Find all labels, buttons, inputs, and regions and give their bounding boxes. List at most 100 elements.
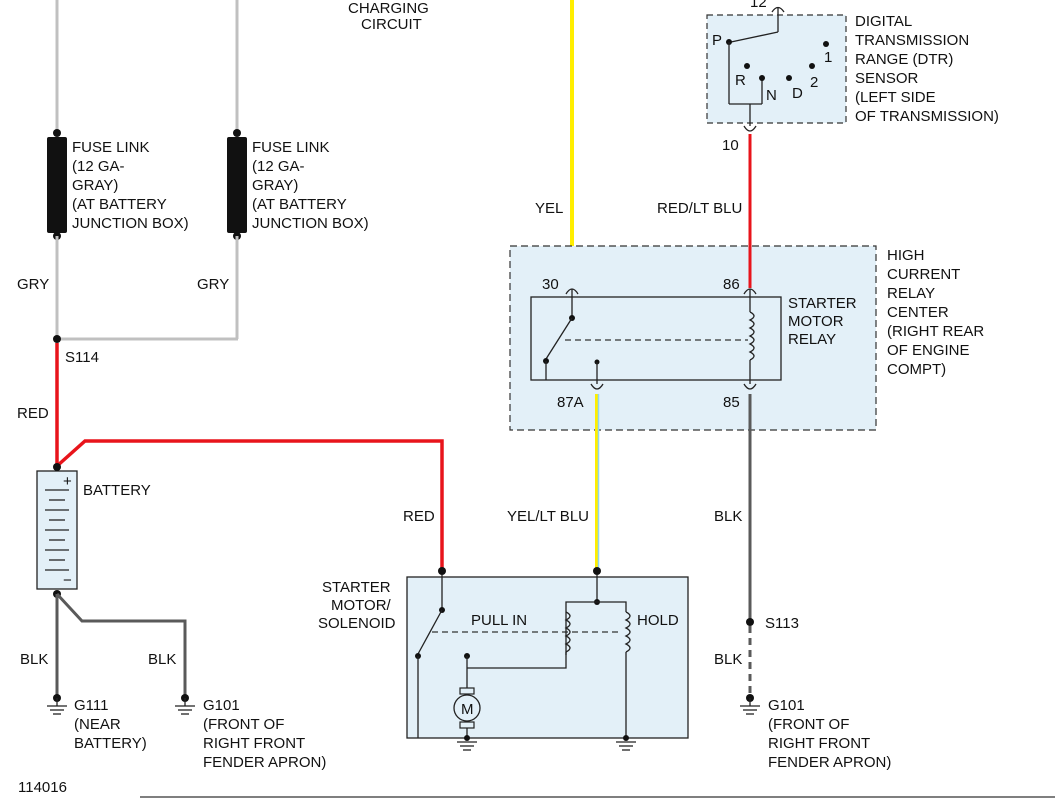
dtr-position-n: N — [766, 87, 777, 104]
ground-g111-label: G111 (NEAR BATTERY) — [74, 697, 147, 752]
svg-text:CENTER: CENTER — [887, 304, 949, 321]
svg-text:TRANSMISSION: TRANSMISSION — [855, 32, 969, 49]
svg-text:RIGHT FRONT: RIGHT FRONT — [203, 735, 305, 752]
svg-text:BATTERY): BATTERY) — [74, 735, 147, 752]
battery-label: BATTERY — [83, 482, 151, 499]
wire-label-blk-g111: BLK — [20, 651, 48, 668]
svg-text:GRAY): GRAY) — [252, 177, 298, 194]
dtr-pin-10: 10 — [722, 137, 739, 154]
splice-s114 — [53, 335, 61, 343]
svg-text:RELAY: RELAY — [887, 285, 935, 302]
svg-text:G101: G101 — [768, 697, 805, 714]
svg-text:SENSOR: SENSOR — [855, 70, 919, 87]
wire-label-yel: YEL — [535, 200, 563, 217]
wire-label-blk-g101-left: BLK — [148, 651, 176, 668]
fuse-link-left — [47, 0, 67, 337]
svg-text:(LEFT SIDE: (LEFT SIDE — [855, 89, 936, 106]
svg-text:HIGH: HIGH — [887, 247, 925, 264]
ground-g111-icon — [47, 694, 67, 715]
wire-label-yel-lt-blu: YEL/LT BLU — [507, 508, 589, 525]
fuse-link-right — [60, 0, 247, 341]
svg-text:STARTER: STARTER — [322, 579, 391, 596]
svg-text:FUSE LINK: FUSE LINK — [252, 139, 330, 156]
svg-text:MOTOR/: MOTOR/ — [331, 597, 392, 614]
hold-label: HOLD — [637, 612, 679, 629]
figure-id: 114016 — [18, 779, 67, 796]
dtr-pin-12: 12 — [750, 0, 767, 11]
splice-s114-label: S114 — [65, 349, 99, 366]
wire-yel-lt-blu — [595, 394, 600, 568]
pull-in-label: PULL IN — [471, 612, 527, 629]
starter-motor-relay-label: STARTER MOTOR RELAY — [788, 295, 857, 348]
svg-text:(NEAR: (NEAR — [74, 716, 121, 733]
svg-text:(AT BATTERY: (AT BATTERY — [252, 196, 347, 213]
wire-label-red-left: RED — [17, 405, 49, 422]
svg-text:RELAY: RELAY — [788, 331, 836, 348]
svg-text:(RIGHT REAR: (RIGHT REAR — [887, 323, 984, 340]
dtr-position-2: 2 — [810, 74, 818, 91]
svg-text:OF ENGINE: OF ENGINE — [887, 342, 970, 359]
relay-pin-86: 86 — [723, 276, 740, 293]
ground-g101-right-label: G101 (FRONT OF RIGHT FRONT FENDER APRON) — [768, 697, 891, 771]
starter-motor-relay — [530, 288, 782, 390]
svg-text:(FRONT OF: (FRONT OF — [768, 716, 849, 733]
svg-text:GRAY): GRAY) — [72, 177, 118, 194]
svg-text:(AT BATTERY: (AT BATTERY — [72, 196, 167, 213]
svg-text:G101: G101 — [203, 697, 240, 714]
dtr-position-d: D — [792, 85, 803, 102]
splice-s113-label: S113 — [765, 615, 799, 632]
svg-text:JUNCTION BOX): JUNCTION BOX) — [72, 215, 189, 232]
wire-label-red-lt-blu: RED/LT BLU — [657, 200, 742, 217]
ground-g101-left-icon — [175, 694, 195, 715]
svg-text:JUNCTION BOX): JUNCTION BOX) — [252, 215, 369, 232]
svg-text:CURRENT: CURRENT — [887, 266, 960, 283]
svg-text:(FRONT OF: (FRONT OF — [203, 716, 284, 733]
wire-label-gry-left: GRY — [17, 276, 49, 293]
ground-solenoid-right-icon — [616, 735, 636, 751]
svg-text:OF TRANSMISSION): OF TRANSMISSION) — [855, 108, 999, 125]
svg-text:FENDER APRON): FENDER APRON) — [768, 754, 891, 771]
svg-text:MOTOR: MOTOR — [788, 313, 844, 330]
svg-text:RANGE (DTR): RANGE (DTR) — [855, 51, 953, 68]
dtr-position-1: 1 — [824, 49, 832, 66]
wire-red-battery-solenoid — [55, 439, 444, 568]
wire-label-blk-right-2: BLK — [714, 651, 742, 668]
high-current-relay-center-label: HIGH CURRENT RELAY CENTER (RIGHT REAR OF… — [887, 247, 984, 378]
fuse-link-left-label: FUSE LINK (12 GA- GRAY) (AT BATTERY JUNC… — [72, 139, 189, 232]
wire-blk-battery-g101 — [55, 592, 187, 698]
svg-text:RIGHT FRONT: RIGHT FRONT — [768, 735, 870, 752]
wire-label-red-mid: RED — [403, 508, 435, 525]
svg-text:SOLENOID: SOLENOID — [318, 615, 396, 632]
ground-solenoid-left-icon — [457, 735, 477, 751]
charging-circuit-label-2: CIRCUIT — [361, 16, 422, 33]
starter-motor-solenoid-label: STARTER MOTOR/ SOLENOID — [318, 579, 396, 632]
relay-pin-87a: 87A — [557, 394, 584, 411]
fuse-link-right-label: FUSE LINK (12 GA- GRAY) (AT BATTERY JUNC… — [252, 139, 369, 232]
ground-g101-left-label: G101 (FRONT OF RIGHT FRONT FENDER APRON) — [203, 697, 326, 771]
svg-text:DIGITAL: DIGITAL — [855, 13, 912, 30]
svg-text:STARTER: STARTER — [788, 295, 857, 312]
svg-text:+: + — [63, 473, 72, 490]
motor-symbol-label: M — [461, 701, 474, 718]
charging-circuit-label: CHARGING — [348, 0, 429, 17]
svg-text:COMPT): COMPT) — [887, 361, 946, 378]
splice-s113 — [746, 618, 754, 626]
relay-pin-30: 30 — [542, 276, 559, 293]
ground-g101-right-icon — [740, 694, 760, 715]
relay-pin-85: 85 — [723, 394, 740, 411]
svg-text:FENDER APRON): FENDER APRON) — [203, 754, 326, 771]
dtr-position-r: R — [735, 72, 746, 89]
dtr-sensor-label: DIGITAL TRANSMISSION RANGE (DTR) SENSOR … — [855, 13, 999, 125]
svg-text:(12 GA-: (12 GA- — [72, 158, 125, 175]
svg-text:FUSE LINK: FUSE LINK — [72, 139, 150, 156]
svg-text:(12 GA-: (12 GA- — [252, 158, 305, 175]
starter-motor-solenoid — [406, 567, 689, 739]
svg-text:−: − — [63, 572, 72, 589]
dtr-sensor — [706, 6, 847, 132]
wire-label-gry-right: GRY — [197, 276, 229, 293]
svg-text:G111: G111 — [74, 697, 108, 714]
dtr-position-p: P — [712, 32, 722, 49]
wire-label-blk-right: BLK — [714, 508, 742, 525]
battery: + − — [36, 463, 78, 598]
